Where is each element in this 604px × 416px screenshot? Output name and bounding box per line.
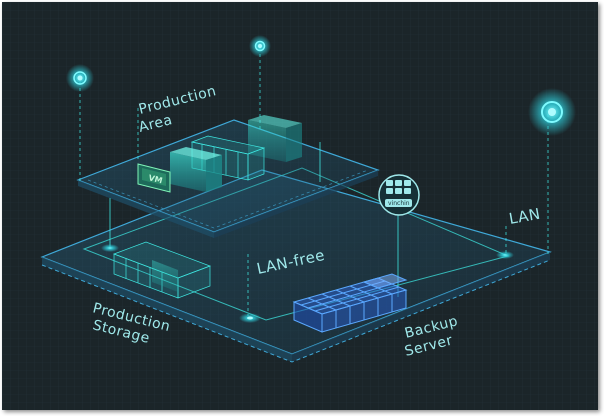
connection-lines	[109, 142, 399, 297]
vinchin-label: vinchin	[388, 200, 410, 207]
vm-icon: VM	[137, 163, 171, 193]
diagram-frame: VM vinchin	[2, 2, 598, 410]
lan-label: LAN	[508, 205, 542, 228]
node-dot	[101, 244, 514, 323]
network-diagram: VM vinchin	[2, 2, 598, 410]
signal-icon	[66, 64, 94, 92]
backup-server-icon	[292, 273, 408, 333]
vinchin-logo-icon: vinchin	[378, 174, 420, 216]
production-area-servers: VM	[137, 115, 302, 193]
signal-icon	[249, 35, 271, 57]
production-storage-rack	[113, 241, 211, 299]
vm-label: VM	[148, 173, 164, 185]
signal-icon	[528, 88, 576, 136]
